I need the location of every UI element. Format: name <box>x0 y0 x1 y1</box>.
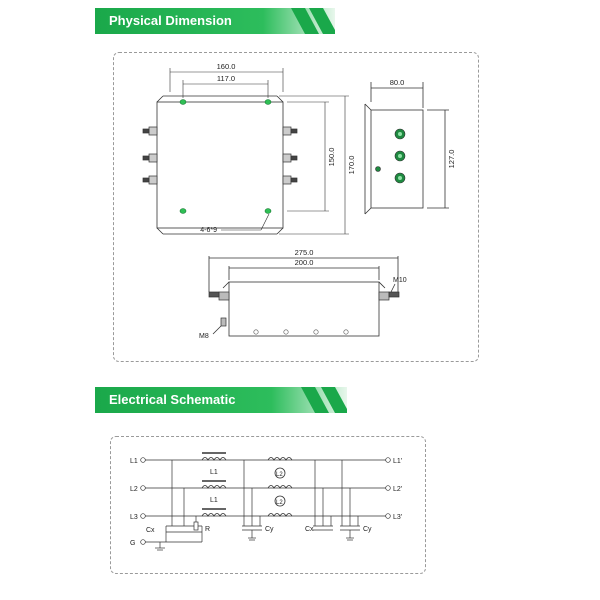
stud <box>142 177 150 183</box>
top-view-body <box>156 101 284 229</box>
physical-dimension-banner: Physical Dimension <box>95 8 335 34</box>
cx-right-label: Cx <box>305 526 314 533</box>
front-stud <box>378 291 390 301</box>
electrical-schematic-banner: Electrical Schematic <box>95 387 347 413</box>
schematic-panel: L1 L2 L3 G L1' L2' L3' L1 L1 L2 L2 Cx R … <box>110 436 426 574</box>
mount-hole <box>264 208 272 214</box>
choke-coil <box>201 513 227 517</box>
choke-coil <box>201 457 227 461</box>
stud <box>142 155 150 161</box>
cy-mid-label: Cy <box>265 526 274 533</box>
dim-200: 200.0 <box>295 258 314 267</box>
chevron-stripe-icon <box>321 387 347 413</box>
stud <box>142 128 150 134</box>
dim-holes: 4-6*9 <box>200 227 217 234</box>
chevron-stripe-icon <box>291 8 319 34</box>
output-l3: L3' <box>393 514 402 521</box>
common-mode-coil <box>267 457 293 461</box>
schematic-drawing: L1 L2 L3 G L1' L2' L3' L1 L1 L2 L2 Cx R … <box>130 452 402 551</box>
input-l2: L2 <box>130 486 138 493</box>
choke-label: L1 <box>210 469 218 476</box>
banner-background <box>95 387 347 413</box>
terminal <box>148 175 158 185</box>
dimension-panel: 160.0 117.0 150.0 170.0 4-6*9 <box>113 52 479 362</box>
r-label: R <box>205 526 210 533</box>
terminal <box>282 153 292 163</box>
side-view-body <box>370 109 424 209</box>
cx-left-label: Cx <box>146 527 155 534</box>
front-view-body <box>228 281 380 337</box>
dimension-drawing: 160.0 117.0 150.0 170.0 4-6*9 <box>142 62 456 340</box>
terminal <box>282 126 292 136</box>
chevron-stripe-icon <box>301 387 329 413</box>
choke-coil <box>201 485 227 489</box>
output-l2: L2' <box>393 486 402 493</box>
dim-150: 150.0 <box>327 148 336 167</box>
front-stud <box>218 291 230 301</box>
dim-m8: M8 <box>199 333 209 340</box>
side-screw <box>375 166 381 172</box>
terminal <box>148 153 158 163</box>
mount-hole <box>179 208 187 214</box>
common-mode-coil <box>267 485 293 489</box>
coil-label: L2 <box>276 500 283 506</box>
output-l1: L1' <box>393 458 402 465</box>
dim-160: 160.0 <box>217 62 236 71</box>
dim-170: 170.0 <box>347 156 356 175</box>
input-l1: L1 <box>130 458 138 465</box>
chevron-stripe-icon <box>309 8 335 34</box>
banner-background <box>95 8 335 34</box>
common-mode-coil <box>267 513 293 517</box>
dim-m10: M10 <box>393 277 407 284</box>
terminal <box>282 175 292 185</box>
front-ground-stud <box>220 317 227 327</box>
dim-80: 80.0 <box>390 78 405 87</box>
dim-127: 127.0 <box>447 150 456 169</box>
dim-275: 275.0 <box>295 248 314 257</box>
physical-dimension-title: Physical Dimension <box>109 13 232 28</box>
input-g: G <box>130 540 135 547</box>
terminal <box>148 126 158 136</box>
dim-117: 117.0 <box>217 74 235 83</box>
stud <box>290 128 298 134</box>
cy-right-label: Cy <box>363 526 372 533</box>
input-l3: L3 <box>130 514 138 521</box>
stud <box>290 155 298 161</box>
stud <box>290 177 298 183</box>
choke-label: L1 <box>210 497 218 504</box>
mount-hole <box>179 99 187 105</box>
electrical-schematic-title: Electrical Schematic <box>109 392 236 407</box>
mount-hole <box>264 99 272 105</box>
coil-label: L2 <box>276 472 283 478</box>
